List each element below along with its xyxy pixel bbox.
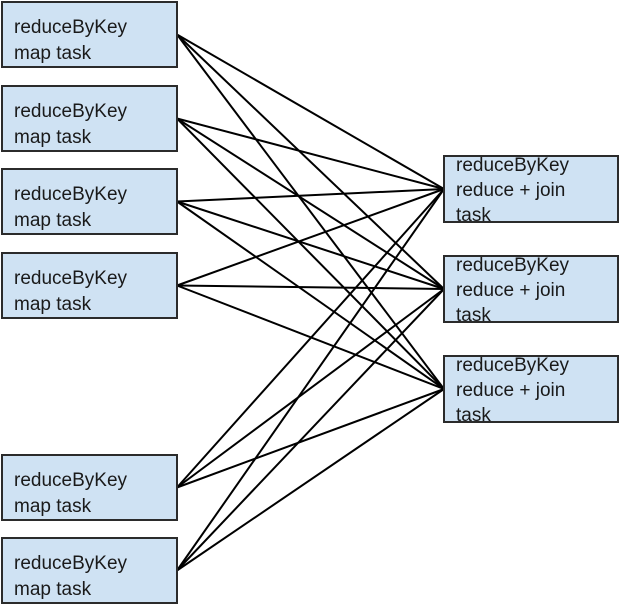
map-node-label: map task [14,43,92,64]
reduce-node-label: task [456,405,491,426]
reduce-node-label: task [456,205,491,226]
edge-map-4-to-reduce-2 [176,284,445,290]
reduce-node-1: reduceByKey reduce + join task [443,155,619,226]
map-node-box [1,537,178,604]
edge-map-4-to-reduce-1 [176,188,445,287]
edge-map-5-to-reduce-2 [176,288,445,489]
edge-map-1-to-reduce-3 [176,33,445,390]
map-node-label: map task [14,294,92,315]
edge-map-3-to-reduce-1 [176,188,445,203]
map-node-label: map task [14,579,92,600]
reduce-node-box [443,355,619,423]
map-node-label: reduceByKey [14,268,128,289]
edge-map-5-to-reduce-1 [176,188,445,489]
edge-map-1-to-reduce-1 [176,33,445,190]
map-node-label: reduceByKey [14,17,128,38]
map-node-box [1,454,178,521]
map-node-1: reduceByKey map task [1,1,178,68]
map-node-box [1,252,178,319]
map-node-5: reduceByKey map task [1,454,178,521]
edges-layer [176,33,445,572]
reduce-node-label: reduceByKey [456,155,570,176]
map-node-box [1,168,178,235]
map-node-label: map task [14,496,92,517]
map-node-label: map task [14,210,92,231]
edge-map-1-to-reduce-2 [176,33,445,290]
map-node-label: reduceByKey [14,184,128,205]
reduce-node-label: reduce + join [456,180,565,201]
edge-map-6-to-reduce-1 [176,188,445,572]
reduce-node-label: reduce + join [456,380,565,401]
reduce-node-box [443,255,619,323]
edge-map-2-to-reduce-2 [176,117,445,290]
edge-map-3-to-reduce-2 [176,200,445,290]
map-node-4: reduceByKey map task [1,252,178,319]
map-node-6: reduceByKey map task [1,537,178,604]
map-node-box [1,1,178,68]
map-node-3: reduceByKey map task [1,168,178,235]
edge-map-5-to-reduce-3 [176,388,445,489]
map-node-label: reduceByKey [14,470,128,491]
reduce-node-2: reduceByKey reduce + join task [443,255,619,326]
reduce-node-box [443,155,619,223]
map-node-2: reduceByKey map task [1,85,178,152]
edge-map-6-to-reduce-2 [176,288,445,572]
reduce-node-3: reduceByKey reduce + join task [443,355,619,426]
reduce-node-label: reduceByKey [456,355,570,376]
map-node-box [1,85,178,152]
map-node-label: reduceByKey [14,101,128,122]
map-node-label: map task [14,127,92,148]
reduce-node-label: task [456,305,491,326]
map-node-label: reduceByKey [14,553,128,574]
edge-map-6-to-reduce-3 [176,388,445,572]
edge-map-3-to-reduce-3 [176,200,445,390]
edge-map-2-to-reduce-1 [176,117,445,190]
reduce-node-label: reduceByKey [456,255,570,276]
edge-map-2-to-reduce-3 [176,117,445,390]
reduce-node-label: reduce + join [456,280,565,301]
